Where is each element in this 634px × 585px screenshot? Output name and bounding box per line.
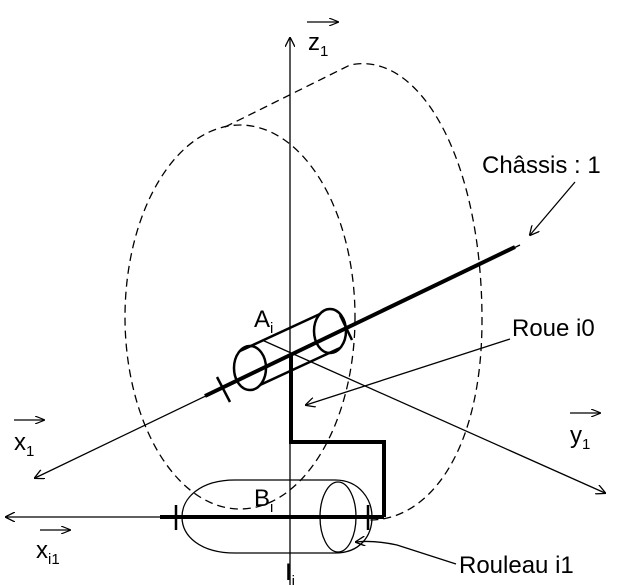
- rouleau-pointer: [356, 541, 457, 565]
- wheel-front-ellipse: [124, 124, 356, 510]
- chassis-axle: [204, 245, 516, 398]
- y1-axis: [261, 339, 605, 493]
- y1-label: y1: [570, 422, 590, 453]
- wheel-hub-cylinder: [215, 307, 354, 403]
- roue-label: Roue i0: [512, 315, 595, 342]
- xi1-label: xi1: [36, 537, 60, 568]
- roller-end-ellipse: [319, 481, 357, 553]
- z1-label: z1: [308, 29, 328, 60]
- x1-label: x1: [14, 429, 34, 460]
- hub-end-stop-right: [338, 314, 354, 341]
- axes: [6, 38, 605, 585]
- chassis-pointer: [530, 181, 576, 235]
- point-Bi-label: Bi: [254, 485, 273, 516]
- point-Ii-label: Ii: [285, 559, 295, 585]
- point-Ai-label: Ai: [254, 306, 273, 337]
- hub-end-stop-left: [215, 376, 232, 403]
- chassis-label: Châssis : 1: [482, 152, 601, 179]
- rouleau-label: Rouleau i1: [459, 552, 574, 579]
- roue-pointer: [306, 338, 511, 405]
- wheel-outline: [124, 63, 483, 521]
- wheel-back-arc: [224, 63, 483, 521]
- hub-bottom-edge: [259, 346, 341, 387]
- hub-top-edge: [239, 312, 321, 353]
- roller-support-bracket: [289, 354, 386, 517]
- roller: [181, 479, 373, 554]
- roller-outline: [181, 479, 373, 554]
